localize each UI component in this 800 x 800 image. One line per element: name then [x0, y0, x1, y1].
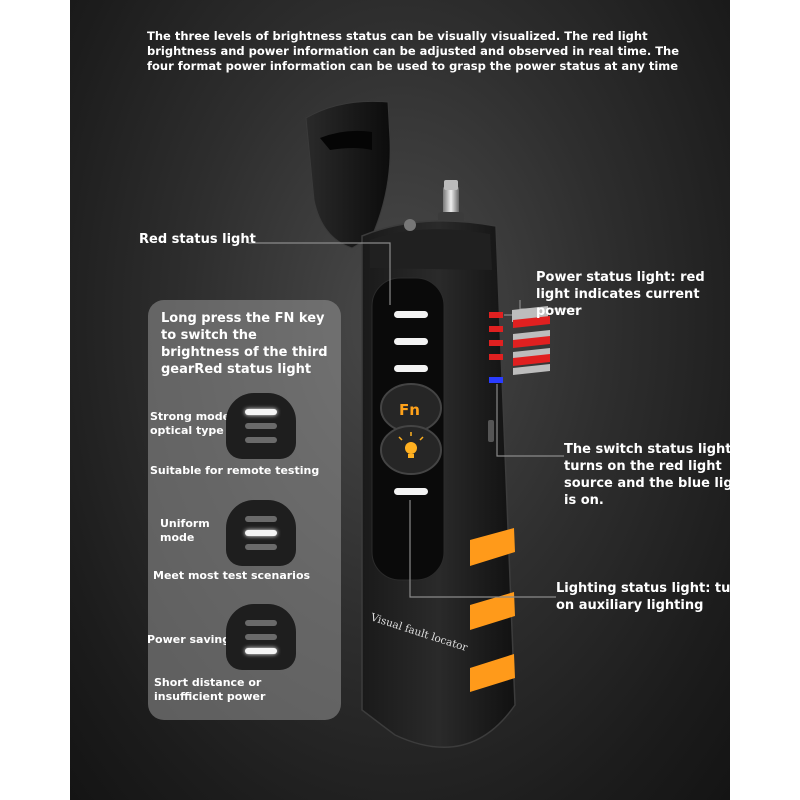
label-power-status-light: Power status light: red light indicates … — [536, 270, 705, 319]
status-bar-3 — [394, 365, 428, 372]
mode-icon-strong — [226, 393, 296, 459]
mode-icon-uniform — [226, 500, 296, 566]
mode-use-saving: Short distance or insufficient power — [154, 676, 266, 704]
status-bar-2 — [394, 338, 428, 345]
modes-heading: Long press the FN key to switch the brig… — [161, 311, 328, 377]
flip-cap — [305, 100, 391, 249]
bulb-icon — [398, 432, 424, 458]
label-red-status-light: Red status light — [139, 232, 256, 247]
label-switch-status-light: The switch status light turns on the red… — [564, 442, 749, 508]
mode-name-saving: Power saving — [147, 633, 231, 646]
mode-use-uniform: Meet most test scenarios — [153, 569, 311, 582]
mode-use-strong: Suitable for remote testing — [150, 464, 320, 477]
usb-port — [488, 420, 494, 442]
intro-text: The three levels of brightness status ca… — [147, 29, 680, 73]
lighting-status-bar — [394, 488, 428, 495]
status-bar-1 — [394, 311, 428, 318]
blue-led — [489, 377, 503, 383]
mode-icon-saving — [226, 604, 296, 670]
mode-name-strong: Strong mode optical type — [150, 410, 231, 438]
fn-label: Fn — [399, 401, 420, 419]
mode-name-uniform: Uniform mode — [160, 517, 210, 545]
label-lighting-status-light: Lighting status light: turn on auxiliary… — [556, 581, 747, 613]
